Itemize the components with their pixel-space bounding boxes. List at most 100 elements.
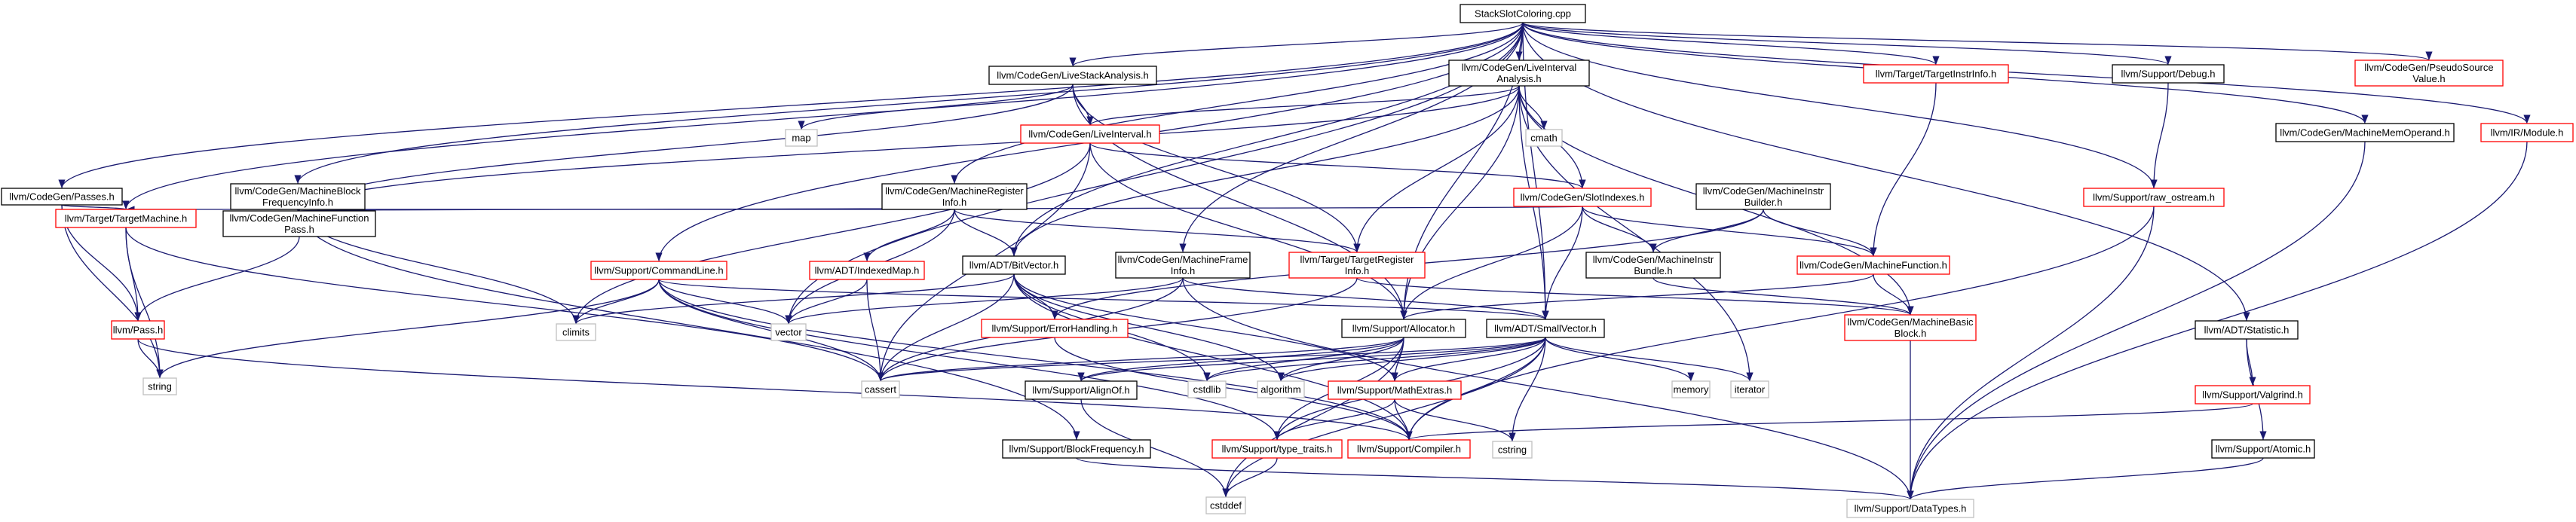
node-typetraits[interactable]: llvm/Support/type_traits.h [1211,439,1343,459]
node-box-climits [556,323,596,341]
edge-smallvector-to-cstddef [1222,337,1546,498]
edge-mfi-to-smallvector [1182,277,1549,320]
node-label-lsa: llvm/CodeGen/LiveStackAnalysis.h [997,70,1149,81]
edge-lia-to-tri [1353,85,1520,253]
node-liveinterval[interactable]: llvm/CodeGen/LiveInterval.h [1020,124,1160,144]
node-box-allocator [1341,319,1466,338]
node-label-tri: llvm/Target/TargetRegister [1300,254,1415,265]
node-box-liveinterval [1020,124,1160,144]
node-bitvector[interactable]: llvm/ADT/BitVector.h [962,255,1066,275]
node-box-mri [881,183,1028,210]
edge-mf-to-allocator [1400,273,1874,320]
node-box-blockfreq [1002,439,1151,459]
node-label-mibundle: llvm/CodeGen/MachineInstr [1593,254,1714,265]
node-root[interactable]: StackSlotColoring.cpp [1460,4,1586,23]
edge-smallvector-to-memory [1545,337,1695,382]
node-box-lsa [988,66,1157,85]
node-label-string: string [148,381,172,392]
node-label-mbb: Block.h [1894,328,1927,339]
node-label-debug: llvm/Support/Debug.h [2121,69,2215,80]
edge-root-to-passes [58,22,1524,189]
node-passes[interactable]: llvm/CodeGen/Passes.h [1,188,123,206]
edge-mfi-to-datatypes [1182,277,1914,500]
node-box-tri [1288,252,1426,279]
node-box-lia [1448,60,1590,87]
node-alignof[interactable]: llvm/Support/AlignOf.h [1025,380,1138,400]
edge-debug-to-rawostream [2150,82,2169,189]
node-label-pass: llvm/Pass.h [113,325,163,336]
edge-mri-to-bitvector [954,209,1018,257]
node-allocator[interactable]: llvm/Support/Allocator.h [1341,319,1466,338]
node-debug[interactable]: llvm/Support/Debug.h [2112,64,2225,84]
node-valgrind[interactable]: llvm/Support/Valgrind.h [2195,385,2311,404]
edge-root-to-mfi [1179,22,1524,253]
node-blockfreq[interactable]: llvm/Support/BlockFrequency.h [1002,439,1151,459]
node-label-mri: Info.h [942,197,967,208]
node-box-passes [1,188,123,206]
node-box-typetraits [1211,439,1343,459]
node-slotindexes[interactable]: llvm/CodeGen/SlotIndexes.h [1513,188,1652,207]
edge-lia-to-mfp [296,85,1520,212]
edge-passes-to-string [61,204,164,379]
node-label-mfp: llvm/CodeGen/MachineFunction [230,212,369,224]
edge-mathextras-to-cstring [1394,398,1516,442]
node-tii[interactable]: llvm/Target/TargetInstrInfo.h [1863,64,2009,84]
node-errhandling[interactable]: llvm/Support/ErrorHandling.h [981,319,1129,338]
edge-smallvector-to-algorithm [1277,337,1546,382]
node-box-tm [55,209,197,228]
node-rawostream[interactable]: llvm/Support/raw_ostream.h [2083,188,2225,207]
node-statistic[interactable]: llvm/ADT/Statistic.h [2195,320,2299,340]
node-box-bitvector [962,255,1066,275]
edge-lsa-to-map [798,84,1074,130]
node-cstring: cstring [1492,441,1533,459]
edge-slotindexes-to-allocator [1400,206,1583,320]
node-lsa[interactable]: llvm/CodeGen/LiveStackAnalysis.h [988,66,1157,85]
node-indexedmap[interactable]: llvm/ADT/IndexedMap.h [809,261,925,280]
node-label-cmath: cmath [1530,133,1557,144]
node-label-indexedmap: llvm/ADT/IndexedMap.h [815,265,920,276]
edge-smallvector-to-mathextras [1391,337,1546,382]
node-pass[interactable]: llvm/Pass.h [111,320,165,340]
node-box-cstddef [1205,496,1246,514]
edge-smallvector-to-cassert [877,337,1546,382]
node-string: string [142,377,177,395]
edge-tri-to-mbb [1356,277,1914,316]
node-module[interactable]: llvm/IR/Module.h [2480,123,2574,142]
node-box-datatypes [1846,499,1974,518]
edge-allocator-to-cassert [877,337,1404,382]
node-label-errhandling: llvm/Support/ErrorHandling.h [992,323,1118,334]
node-mathextras[interactable]: llvm/Support/MathExtras.h [1328,380,1462,400]
node-mmo[interactable]: llvm/CodeGen/MachineMemOperand.h [2275,123,2455,142]
edge-valgrind-to-compiler [1405,403,2253,441]
node-box-cassert [861,380,900,398]
node-label-compiler: llvm/Support/Compiler.h [1357,444,1461,455]
edge-tm-to-string [125,227,164,379]
node-box-errhandling [981,319,1129,338]
node-box-algorithm [1257,380,1305,398]
node-cmdline[interactable]: llvm/Support/CommandLine.h [590,261,727,280]
node-tm[interactable]: llvm/Target/TargetMachine.h [55,209,197,228]
edge-bitvector-to-algorithm [1013,273,1285,382]
node-mf[interactable]: llvm/CodeGen/MachineFunction.h [1796,255,1950,275]
node-box-valgrind [2195,385,2311,404]
node-atomic[interactable]: llvm/Support/Atomic.h [2211,439,2315,459]
edge-bitvector-to-compiler [1013,273,1413,441]
node-compiler[interactable]: llvm/Support/Compiler.h [1347,439,1471,459]
node-smallvector[interactable]: llvm/ADT/SmallVector.h [1486,319,1605,338]
node-cassert: cassert [861,380,900,398]
edge-rawostream-to-datatypes [1907,206,2155,500]
node-box-string [142,377,177,395]
nodes-layer: StackSlotColoring.cpp llvm/CodeGen/Passes… [1,4,2574,518]
edge-root-to-rawostream [1522,22,2158,189]
